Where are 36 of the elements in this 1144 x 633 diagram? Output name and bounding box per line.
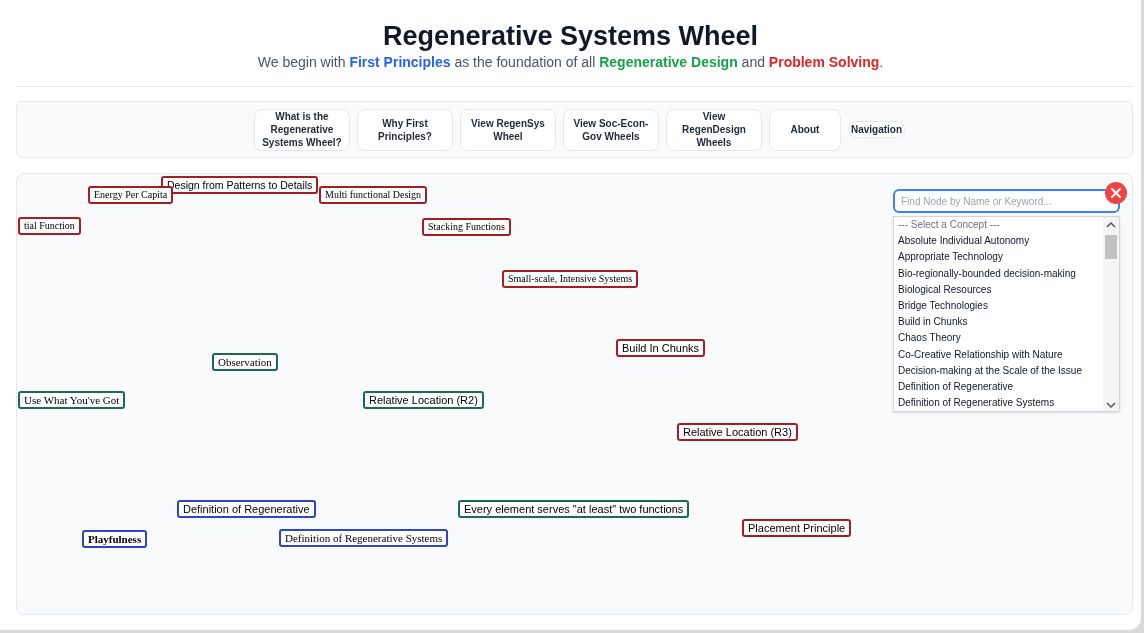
list-option: Biological Resources: [898, 281, 1101, 298]
nav-button: Navigation: [847, 121, 906, 138]
list-option: Appropriate Technology: [898, 249, 1101, 266]
nav-button: View Soc-Econ-Gov Wheels: [562, 108, 659, 151]
list-option: Build in Chunks: [898, 314, 1101, 331]
search-field: Find Node by Name or Keyword...: [893, 189, 1120, 213]
list-option: Co-Creative Relationship with Nature: [898, 346, 1101, 363]
concept-node: Stacking Functions: [422, 218, 511, 236]
list-option: Decision-making at the Scale of the Issue: [898, 362, 1101, 379]
list-option: --- Select a Concept ---: [898, 217, 1101, 234]
concept-node: Definition of Regenerative Systems: [279, 529, 449, 547]
concept-node: Relative Location (R3): [677, 423, 798, 441]
concept-node: Multi functional Design: [319, 186, 428, 204]
list-option: Definition of Regenerative: [898, 378, 1101, 396]
concept-node: Observation: [212, 353, 278, 371]
list-option: Absolute Individual Autonomy: [898, 233, 1101, 250]
page-title: Regenerative Systems Wheel: [381, 20, 760, 53]
concept-node: Every element serves "at least" two functions: [458, 500, 690, 518]
list-option: Definition of Regenerative Systems: [898, 395, 1101, 411]
concept-node: Playfulness: [82, 530, 148, 548]
subtitle: We begin with First Principles as the foundation of all Regenerative Design and Problem Solving.: [256, 53, 885, 72]
concept-node: Placement Principle: [742, 519, 852, 537]
concept-node: Relative Location (R2): [363, 391, 484, 409]
nav-button: View RegenSys Wheel: [459, 108, 556, 151]
nav-button: About: [768, 108, 841, 151]
list-option: Chaos Theory: [898, 330, 1101, 347]
concept-node: tial Function: [18, 217, 81, 235]
list-option: Bio-regionally-bounded decision-making: [898, 265, 1101, 282]
nav-button: Why First Principles?: [356, 108, 453, 151]
list-option: Bridge Technologies: [898, 297, 1101, 315]
concept-node: Definition of Regenerative: [177, 500, 316, 518]
concept-node: Build In Chunks: [616, 339, 706, 357]
concept-node: Use What You've Got: [18, 391, 126, 409]
concept-node: Small-scale, Intensive Systems: [502, 270, 639, 288]
nav-button: What is the Regenerative Systems Wheel?: [253, 108, 350, 151]
nav-button: View RegenDesign Wheels: [665, 108, 762, 151]
